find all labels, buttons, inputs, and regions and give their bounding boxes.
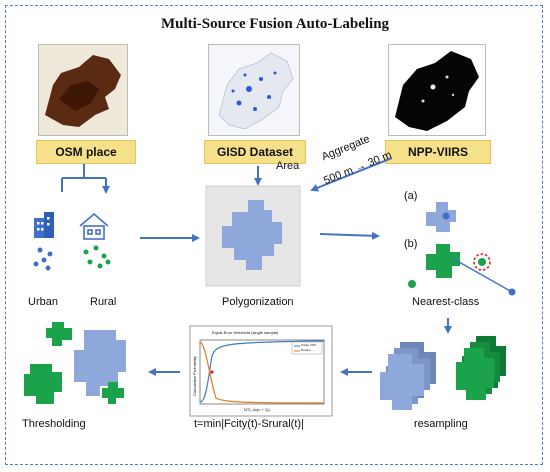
case-a-label: (a) — [404, 190, 418, 202]
npp-viirs-map-image — [388, 44, 486, 136]
threshold-point — [210, 370, 214, 374]
urban-sample-dots — [33, 247, 53, 271]
gisd-map-image — [208, 44, 300, 136]
osm-map-image — [38, 44, 128, 136]
diagram-title: Multi-Source Fusion Auto-Labeling — [160, 16, 390, 32]
case-b-rural-shape — [426, 244, 460, 278]
case-b-label: (b) — [404, 238, 418, 250]
case-b-candidate-point — [478, 258, 486, 266]
resampling-label: resampling — [414, 418, 468, 430]
threshold-chart-ylabel: Cumulative Probability — [192, 356, 197, 396]
gisd-dataset-label: GISD Dataset — [204, 140, 306, 164]
polygonization-label: Polygonization — [222, 296, 294, 308]
polygonization-shape — [222, 200, 282, 270]
stray-rural-point — [408, 280, 416, 288]
rural-survival-curve — [199, 341, 325, 404]
urban-label: Urban — [28, 296, 58, 308]
rural-label: Rural — [90, 296, 117, 308]
threshold-chart-title: Equal-Error threshold (single sample) — [212, 330, 279, 335]
thresholding-label: Thresholding — [22, 418, 86, 430]
case-a-urban-point — [442, 212, 450, 220]
case-b-candidate-ring — [473, 253, 491, 271]
npp-viirs-label: NPP-VIIRS — [385, 140, 491, 164]
threshold-chart — [189, 325, 333, 417]
resampling-rural-stack — [456, 336, 506, 400]
to-nearest-class-arrow — [319, 231, 380, 240]
osm-place-label: OSM place — [36, 140, 136, 164]
threshold-chart-xlabel: NTL (ln(x + 1)) — [244, 407, 270, 412]
nearest-class-label: Nearest-class — [412, 296, 480, 308]
urban-cdf-curve — [199, 340, 325, 403]
threshold-formula-label: t=min|Fcity(t)-Srural(t)| — [194, 418, 304, 430]
area-label: Area — [276, 160, 300, 172]
rural-sample-dots — [83, 245, 111, 269]
thresholding-result — [24, 322, 126, 404]
nearest-link — [451, 257, 513, 293]
urban-building-icon — [34, 212, 54, 238]
aggregate-arrow — [310, 157, 393, 192]
far-urban-point — [508, 288, 516, 296]
case-a-urban-shape — [426, 202, 456, 232]
flow-arrows — [61, 157, 452, 376]
osm-split-arrow — [61, 164, 106, 192]
resampling-urban-stack — [380, 342, 436, 410]
threshold-chart-legend-urban: Urban CDF — [301, 343, 317, 347]
diagram-frame — [5, 5, 543, 465]
threshold-chart-legend-rural: Rural 1-... — [301, 348, 315, 352]
rural-house-icon — [79, 212, 109, 240]
